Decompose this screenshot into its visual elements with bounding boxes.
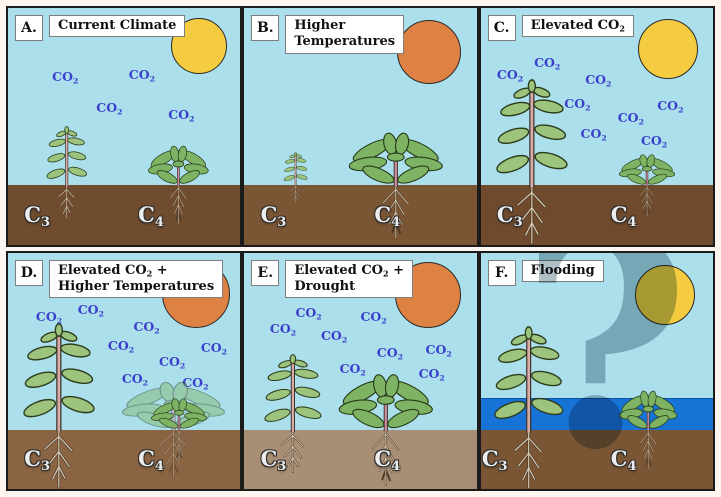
co2-label: CO2 [320, 328, 348, 345]
panel-title: Elevated CO2 + Drought [285, 259, 414, 298]
co2-label: CO2 [295, 304, 322, 321]
panel-title: Elevated CO2 [521, 15, 634, 38]
c4-plant [337, 366, 435, 491]
panel-title: Flooding [521, 259, 604, 282]
co2-label: CO2 [640, 133, 668, 150]
co2-label: CO2 [107, 337, 135, 355]
co2-label: CO2 [77, 302, 104, 319]
co2-label: CO2 [159, 354, 186, 371]
co2-label: CO2 [657, 97, 684, 115]
soil [480, 429, 713, 489]
sun-icon [396, 20, 461, 84]
c4-ground-label: C4 [610, 201, 637, 231]
co2-label: CO2 [182, 375, 209, 392]
uncertainty-question-mark: ? [520, 250, 691, 491]
soil-dry [244, 429, 477, 489]
c3-plant [282, 151, 309, 204]
panel-title-line: Flooding [530, 262, 595, 278]
panel-title-line: Higher Temperatures [58, 278, 215, 294]
panel-title-line: Higher [294, 18, 346, 33]
soil [8, 185, 241, 245]
c3-ground-label: C3 [24, 446, 51, 475]
panel-title-line: Elevated CO2 + [58, 262, 168, 279]
panel-letter: C. [487, 15, 516, 41]
co2-label: CO2 [168, 107, 195, 124]
sun-icon [637, 19, 698, 79]
co2-label: CO2 [496, 67, 524, 84]
panel-f-flooding: F. Flooding ? C3 C4 [478, 250, 715, 491]
co2-label: CO2 [425, 342, 452, 359]
soil [8, 429, 241, 489]
co2-label: CO2 [52, 69, 79, 86]
panel-letter: A. [15, 15, 43, 41]
c3-plant [44, 125, 90, 220]
panel-letter: D. [15, 259, 43, 286]
panel-title-line: Current Climate [58, 18, 177, 33]
c4-ground-label: C4 [138, 201, 164, 231]
co2-label: CO2 [35, 309, 63, 326]
co2-label: CO2 [339, 361, 366, 378]
c3-ground-label: C3 [481, 446, 508, 475]
co2-label: CO2 [534, 55, 561, 72]
co2-label: CO2 [617, 109, 644, 127]
panel-title: Elevated CO2 + Higher Temperatures [49, 259, 224, 298]
sun-icon [634, 264, 695, 325]
c3-ground-label: C3 [260, 446, 287, 475]
c4-ground-label: C4 [138, 446, 164, 475]
co2-label: CO2 [580, 126, 607, 143]
co2-label: CO2 [564, 95, 591, 112]
co2-label: CO2 [418, 366, 445, 383]
c4-ground-label: C4 [610, 446, 637, 475]
panel-title: Higher Temperatures [285, 15, 405, 54]
panel-title-line: Elevated CO2 [530, 18, 625, 34]
co2-label: CO2 [585, 71, 612, 89]
co2-label: CO2 [133, 318, 160, 336]
panel-letter: F. [487, 259, 516, 286]
panel-title: Current Climate [49, 15, 186, 38]
panel-title-line: Elevated CO2 + [294, 262, 405, 279]
co2-label: CO2 [128, 67, 156, 84]
c3-ground-label: C3 [24, 201, 51, 231]
soil [244, 185, 477, 245]
c3-ground-label: C3 [496, 201, 523, 231]
c4-ground-label: C4 [374, 201, 401, 231]
c3-ground-label: C3 [260, 201, 287, 231]
soil [480, 185, 713, 245]
co2-label: CO2 [96, 100, 123, 117]
panel-b-higher-temperatures: B. Higher Temperatures C3 C4 [242, 6, 479, 247]
co2-label: CO2 [376, 344, 403, 362]
panel-letter: E. [251, 259, 280, 286]
panel-title-line: Drought [294, 278, 356, 294]
co2-label: CO2 [360, 309, 387, 326]
panel-letter: B. [251, 15, 280, 41]
co2-label: CO2 [269, 321, 297, 338]
panel-title-line: Temperatures [294, 34, 396, 50]
co2-label: CO2 [200, 340, 228, 357]
co2-label: CO2 [121, 370, 149, 388]
c4-ground-label: C4 [374, 446, 401, 475]
